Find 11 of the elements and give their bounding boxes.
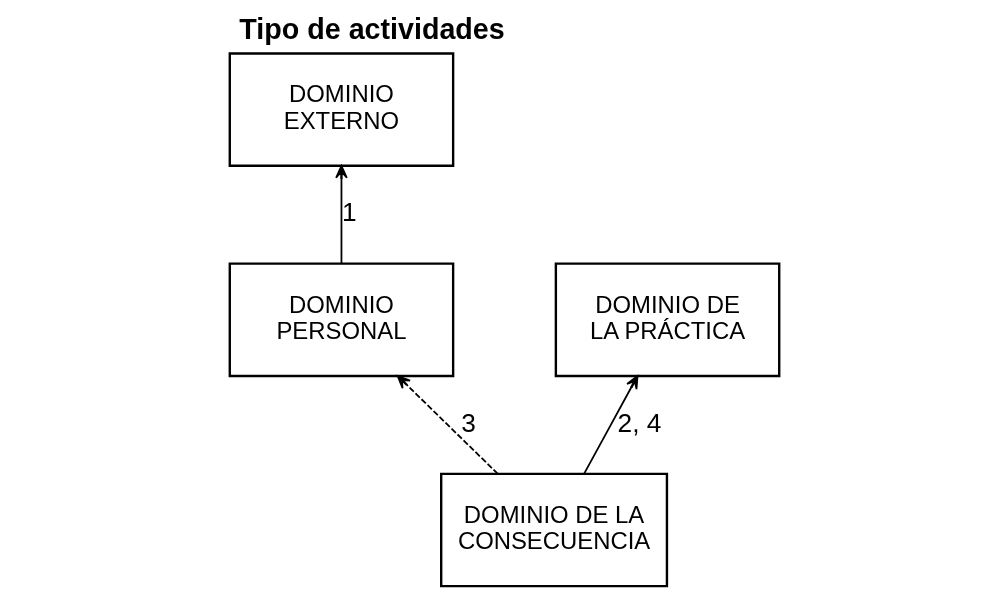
arrow <box>334 164 348 265</box>
edge-label: 3 <box>460 407 476 438</box>
edge-label: 2, 4 <box>617 407 661 438</box>
node-box: DOMINIO EXTERNO <box>228 52 454 167</box>
node-box: DOMINIO DE LA PRÁCTICA <box>554 262 780 378</box>
edge-label: 1 <box>341 197 357 228</box>
node-box: DOMINIO DE LA CONSECUENCIA <box>439 472 668 588</box>
diagram-title: Tipo de actividades <box>238 13 505 46</box>
node-box: DOMINIO PERSONAL <box>228 262 454 378</box>
arrow <box>582 375 638 475</box>
arrow <box>396 375 499 475</box>
